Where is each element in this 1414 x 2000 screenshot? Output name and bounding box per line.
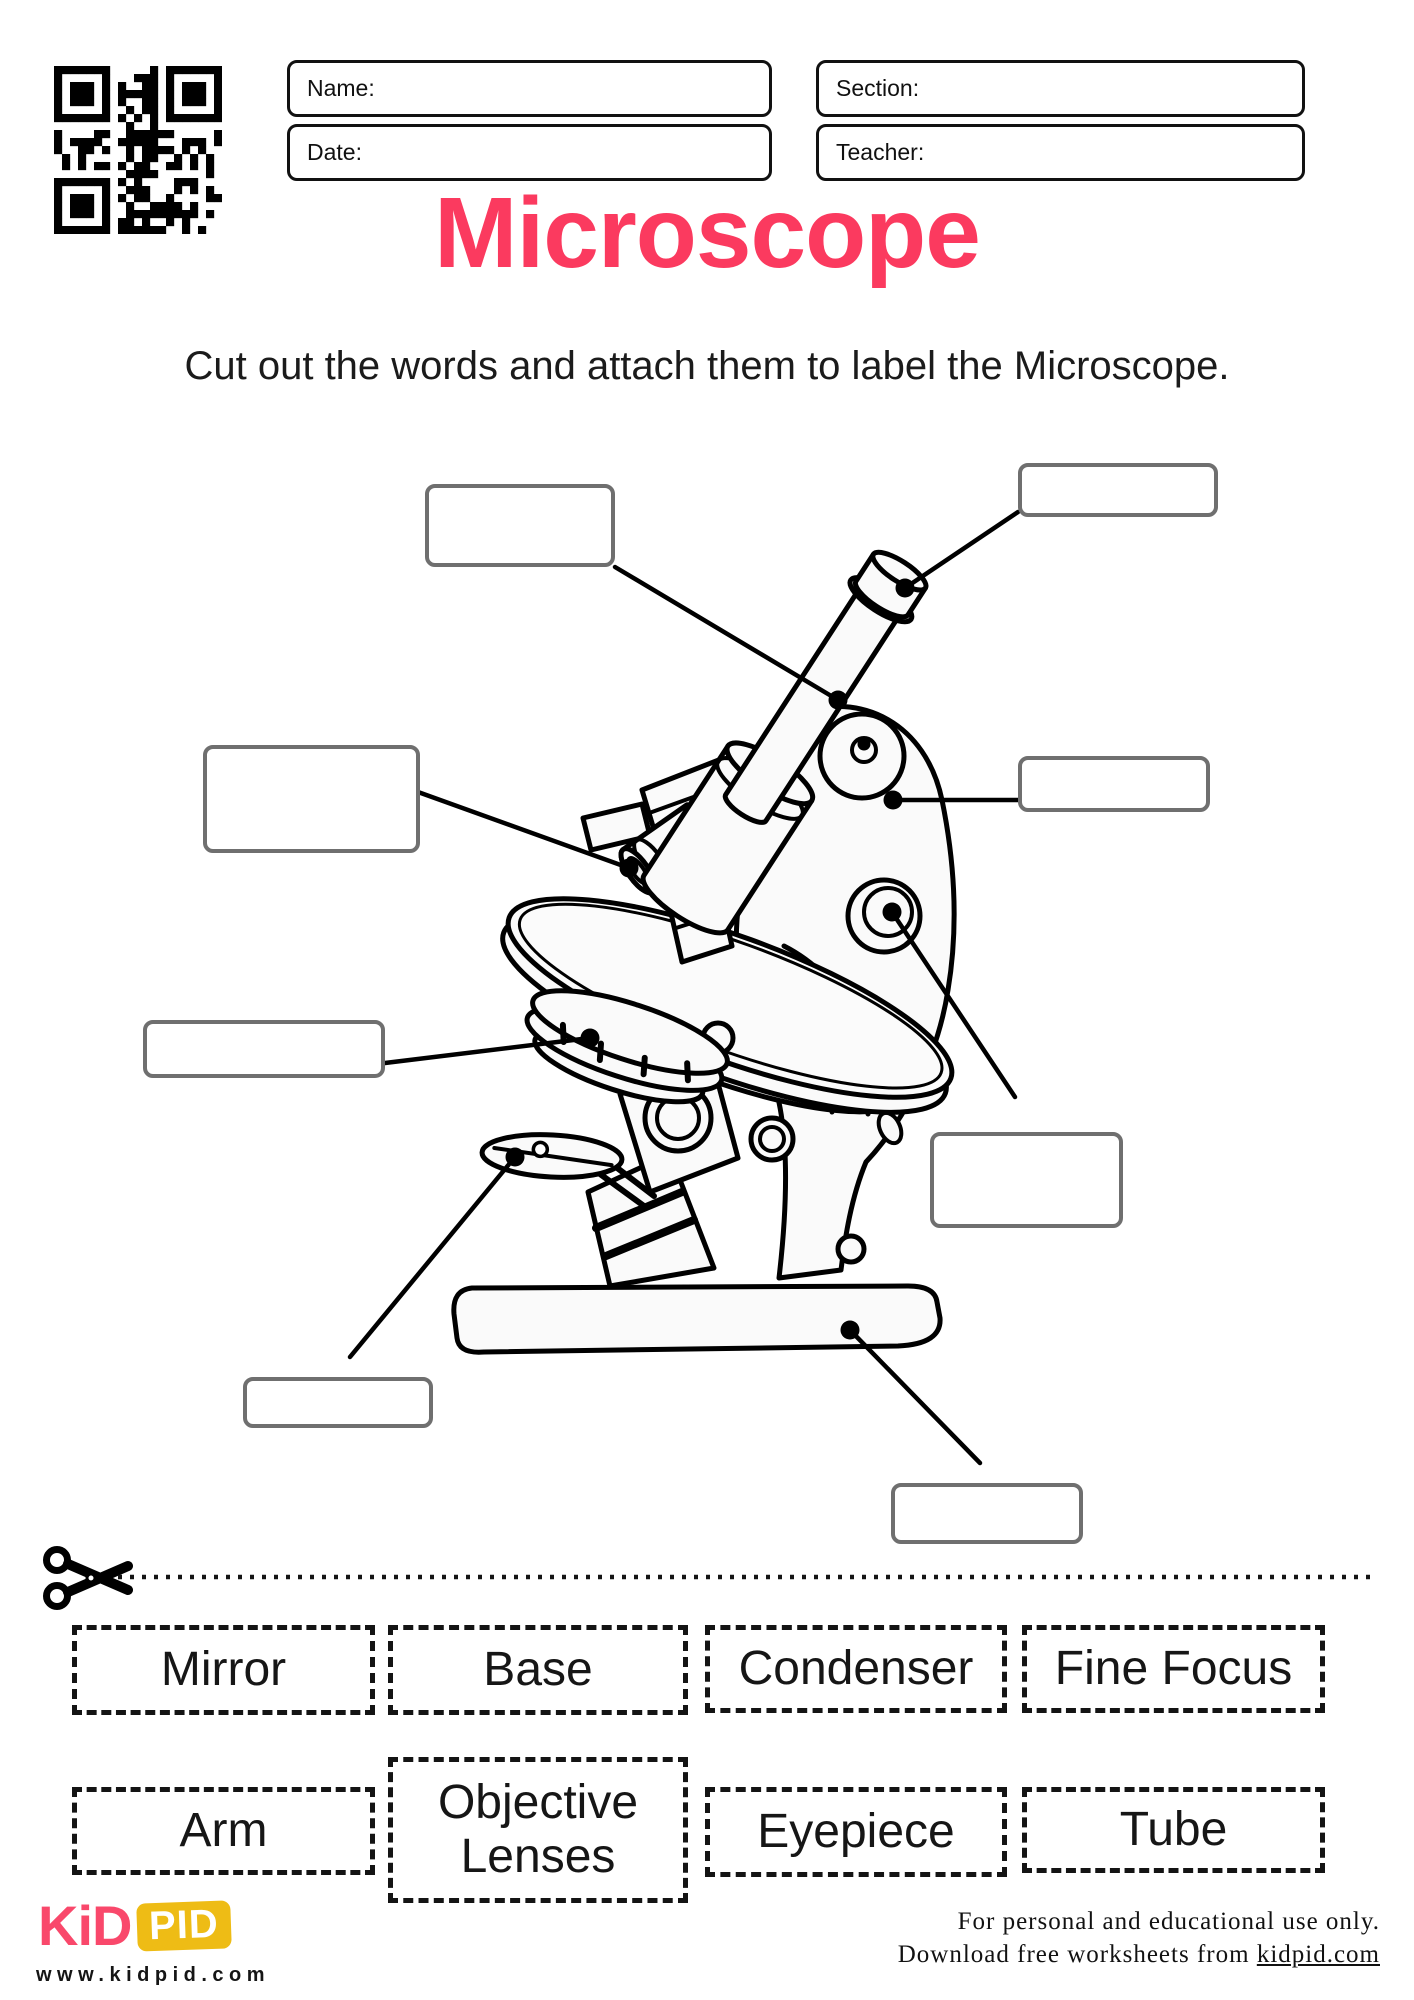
label-slot-mirror — [243, 1377, 433, 1428]
download-note: Download free worksheets from kidpid.com — [897, 1940, 1380, 1968]
instructions: Cut out the words and attach them to lab… — [184, 344, 1230, 388]
condenser-shape — [524, 988, 730, 1105]
word-card-label: Fine Focus — [1054, 1642, 1293, 1696]
usage-note: For personal and educational use only. — [957, 1908, 1380, 1935]
pid-badge: PID — [136, 1900, 232, 1952]
word-card-condenser: Condenser — [705, 1625, 1007, 1713]
word-card-mirror: Mirror — [72, 1625, 375, 1715]
word-card-arm: Arm — [72, 1787, 375, 1875]
leader-line — [902, 509, 1021, 591]
word-card-label: Tube — [1119, 1803, 1228, 1857]
label-slot-base — [891, 1483, 1083, 1544]
website-url: www.kidpid.com — [36, 1964, 271, 1986]
leader-line — [347, 1154, 518, 1360]
word-card-fine-focus: Fine Focus — [1022, 1625, 1325, 1713]
name-label: Name: — [307, 75, 375, 101]
name-field[interactable]: Name: — [287, 60, 772, 117]
word-card-label: Mirror — [160, 1643, 287, 1697]
kidpid-logo: KiD PID — [38, 1894, 232, 1957]
section-field[interactable]: Section: — [816, 60, 1305, 117]
leader-line — [889, 909, 1018, 1100]
label-dot — [580, 1028, 600, 1048]
leader-line — [612, 564, 841, 703]
kidpid-link[interactable]: kidpid.com — [1256, 1940, 1380, 1968]
word-card-base: Base — [388, 1625, 688, 1715]
label-dot — [619, 858, 639, 878]
teacher-label: Teacher: — [836, 139, 925, 165]
footer-notes: For personal and educational use only. D… — [898, 1906, 1380, 1971]
tube-shape — [722, 549, 929, 825]
label-slot-fine-focus — [930, 1132, 1123, 1228]
coarse-focus-knob-shape — [817, 711, 907, 801]
label-dot — [828, 690, 848, 710]
section-label: Section: — [836, 75, 920, 101]
word-card-tube: Tube — [1022, 1787, 1325, 1873]
leader-line — [382, 1035, 593, 1066]
label-slot-condenser — [143, 1020, 385, 1078]
word-card-label: Condenser — [738, 1642, 974, 1696]
word-card-objective-lenses: Objective Lenses — [388, 1757, 688, 1903]
label-slot-tube — [425, 484, 615, 567]
label-dot — [505, 1147, 525, 1167]
label-dots — [505, 578, 915, 1340]
base-shape — [451, 1283, 943, 1355]
date-field[interactable]: Date: — [287, 124, 772, 181]
label-slot-eyepiece — [1018, 463, 1218, 517]
qr-code-icon — [54, 66, 222, 234]
label-slot-arm — [1018, 756, 1210, 812]
kid-wordmark: KiD — [38, 1894, 132, 1957]
label-dot — [840, 1320, 860, 1340]
scissors-icon — [43, 1546, 133, 1610]
word-card-label: Objective Lenses — [437, 1776, 639, 1883]
word-card-eyepiece: Eyepiece — [705, 1787, 1007, 1877]
label-dot — [883, 790, 903, 810]
date-label: Date: — [307, 139, 362, 165]
page-title: Microscope — [434, 177, 981, 289]
label-dot — [882, 902, 902, 922]
leader-line — [847, 1327, 983, 1466]
label-slot-objective — [203, 745, 420, 853]
word-card-label: Base — [483, 1643, 593, 1697]
word-card-label: Arm — [179, 1804, 268, 1858]
teacher-field[interactable]: Teacher: — [816, 124, 1305, 181]
leader-lines — [347, 509, 1021, 1466]
leader-line — [415, 789, 632, 871]
label-dot — [895, 578, 915, 598]
word-card-label: Eyepiece — [757, 1805, 955, 1859]
